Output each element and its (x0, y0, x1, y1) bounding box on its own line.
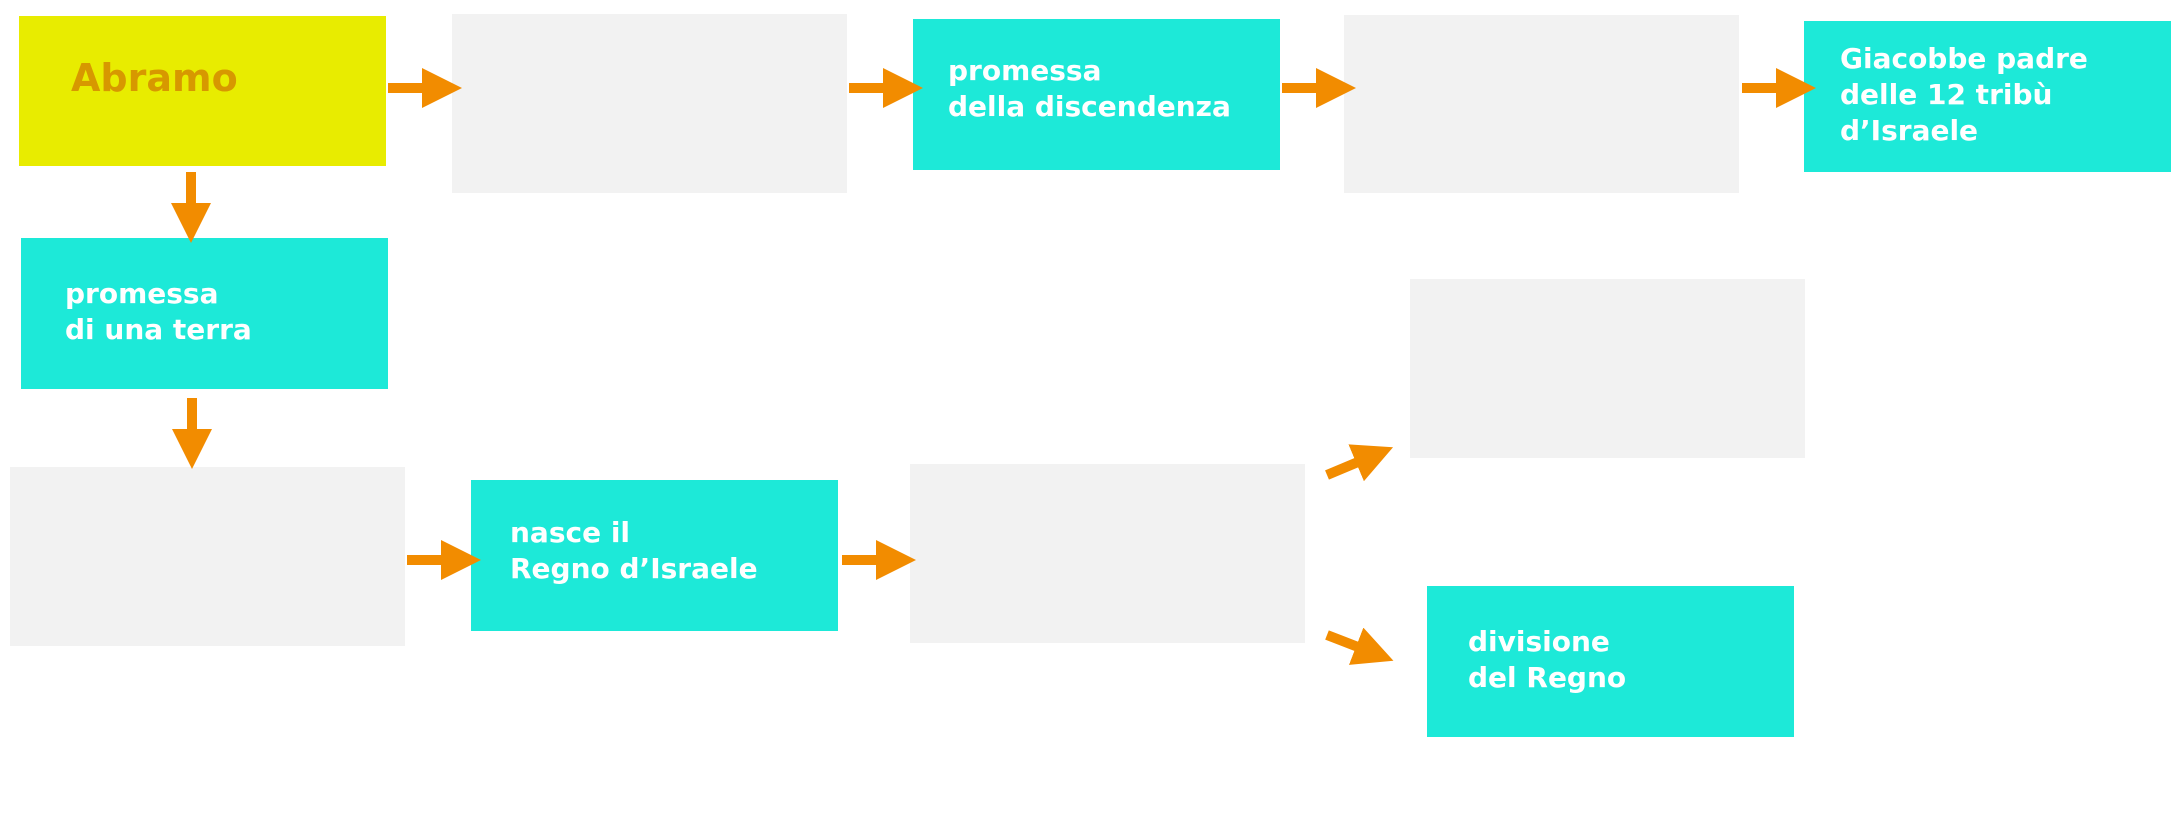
node-empty-3 (10, 467, 405, 646)
node-empty-1 (452, 14, 847, 193)
node-divisione-regno-label: divisione del Regno (1468, 625, 1627, 694)
node-divisione-regno: divisione del Regno (1427, 586, 1794, 737)
node-regno-israele: nasce il Regno d’Israele (471, 480, 838, 631)
node-abramo: Abramo (19, 16, 386, 166)
node-giacobbe-label: Giacobbe padre delle 12 tribù d’Israele (1840, 42, 2088, 147)
node-promessa-terra: promessa di una terra (21, 238, 388, 389)
node-promessa-discendenza: promessa della discendenza (913, 19, 1280, 170)
node-empty-5 (1410, 279, 1805, 458)
node-empty-2 (1344, 15, 1739, 193)
arrow-empty-4-to-empty-5 (1325, 444, 1394, 482)
node-regno-israele-label: nasce il Regno d’Israele (510, 516, 758, 585)
node-abramo-label: Abramo (71, 56, 238, 100)
node-giacobbe: Giacobbe padre delle 12 tribù d’Israele (1804, 21, 2171, 172)
node-empty-4 (910, 464, 1305, 643)
arrow-empty-4-to-divisione-regno (1325, 627, 1394, 665)
node-promessa-terra-label: promessa di una terra (65, 277, 252, 346)
node-promessa-discendenza-label: promessa della discendenza (948, 54, 1231, 123)
